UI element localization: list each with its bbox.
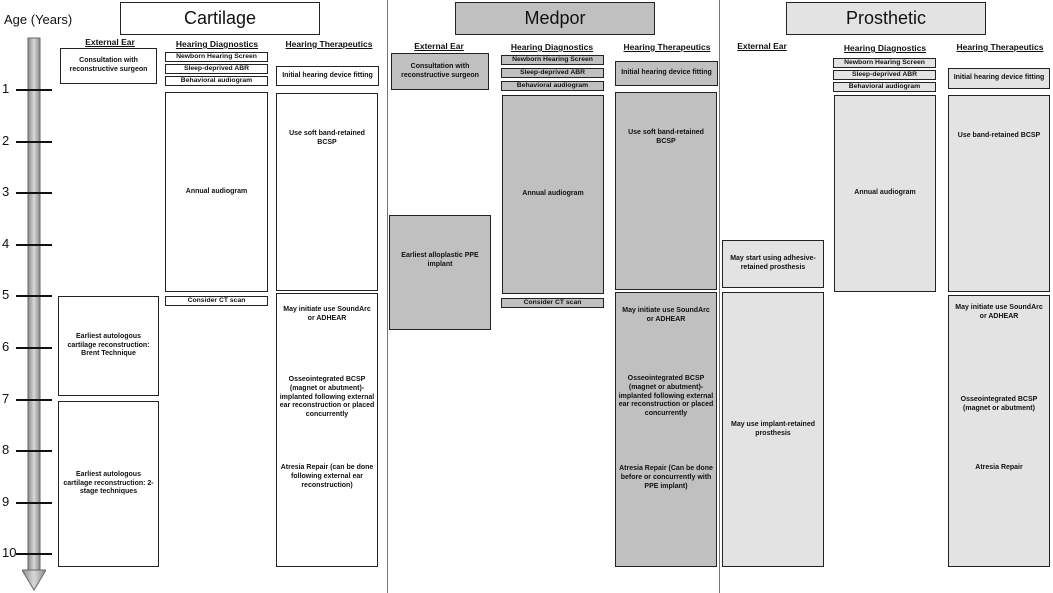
cartilage-soft-band-box: Use soft band-retained BCSP xyxy=(276,93,378,291)
medpor-col-hearing-therapeutics: Hearing Therapeutics xyxy=(623,42,711,52)
age-tick-label: 6 xyxy=(2,339,10,354)
medpor-atresia-text: Atresia Repair (Can be done before or co… xyxy=(619,465,713,490)
cartilage-soundarc-text: May initiate use SoundArc or ADHEAR xyxy=(283,306,371,322)
prosthetic-therapeutics-later-box: May initiate use SoundArc or ADHEAR Osse… xyxy=(948,295,1050,567)
age-tick-label: 10 xyxy=(2,545,17,560)
cartilage-col-hearing-diagnostics: Hearing Diagnostics xyxy=(175,39,259,49)
prosthetic-behavioral-audiogram-box: Behavioral audiogram xyxy=(833,82,936,92)
medpor-initial-fitting-box: Initial hearing device fitting xyxy=(615,61,718,86)
age-tick-label: 7 xyxy=(2,391,10,406)
age-tick-mark xyxy=(16,192,52,194)
cartilage-brent-technique-box: Earliest autologous cartilage reconstruc… xyxy=(58,296,159,396)
medpor-ppe-implant-box: Earliest alloplastic PPE implant xyxy=(389,215,491,330)
age-tick-label: 3 xyxy=(2,184,10,199)
age-tick-mark xyxy=(16,553,52,555)
cartilage-col-hearing-therapeutics: Hearing Therapeutics xyxy=(285,39,373,49)
cartilage-2stage-technique-box: Earliest autologous cartilage reconstruc… xyxy=(58,401,159,567)
cartilage-col-external-ear: External Ear xyxy=(85,37,135,47)
medpor-consultation-box: Consultation with reconstructive surgeon xyxy=(391,53,489,90)
prosthetic-osseointegrated-text: Osseointegrated BCSP (magnet or abutment… xyxy=(960,396,1038,412)
cartilage-title: Cartilage xyxy=(120,2,320,35)
cartilage-ct-scan-box: Consider CT scan xyxy=(165,296,268,306)
age-tick-mark xyxy=(16,295,52,297)
cartilage-initial-fitting-box: Initial hearing device fitting xyxy=(276,66,379,86)
age-tick-mark xyxy=(16,450,52,452)
medpor-annual-audiogram-box: Annual audiogram xyxy=(502,95,604,294)
cartilage-behavioral-audiogram-box: Behavioral audiogram xyxy=(165,76,268,86)
age-tick-mark xyxy=(16,347,52,349)
age-tick-mark xyxy=(16,89,52,91)
prosthetic-adhesive-box: May start using adhesive-retained prosth… xyxy=(722,240,824,288)
prosthetic-col-hearing-therapeutics: Hearing Therapeutics xyxy=(956,42,1044,52)
section-divider xyxy=(387,0,388,593)
age-tick-mark xyxy=(16,141,52,143)
medpor-therapeutics-later-box: May initiate use SoundArc or ADHEAR Osse… xyxy=(615,292,717,567)
medpor-soundarc-text: May initiate use SoundArc or ADHEAR xyxy=(622,307,710,323)
prosthetic-title: Prosthetic xyxy=(786,2,986,35)
age-tick-label: 9 xyxy=(2,494,10,509)
prosthetic-implant-box: May use implant-retained prosthesis xyxy=(722,292,824,567)
cartilage-osseointegrated-text: Osseointegrated BCSP (magnet or abutment… xyxy=(279,376,375,418)
cartilage-therapeutics-later-box: May initiate use SoundArc or ADHEAR Osse… xyxy=(276,293,378,567)
prosthetic-band-retained-box: Use band-retained BCSP xyxy=(948,95,1050,292)
prosthetic-initial-fitting-box: Initial hearing device fitting xyxy=(948,68,1050,89)
medpor-col-hearing-diagnostics: Hearing Diagnostics xyxy=(510,42,594,52)
section-divider xyxy=(719,0,720,593)
medpor-title: Medpor xyxy=(455,2,655,35)
medpor-col-external-ear: External Ear xyxy=(414,41,464,51)
cartilage-consultation-box: Consultation with reconstructive surgeon xyxy=(60,48,157,84)
prosthetic-col-external-ear: External Ear xyxy=(737,41,787,51)
medpor-ct-scan-box: Consider CT scan xyxy=(501,298,604,308)
cartilage-abr-box: Sleep-deprived ABR xyxy=(165,64,268,74)
age-tick-label: 8 xyxy=(2,442,10,457)
cartilage-annual-audiogram-box: Annual audiogram xyxy=(165,92,268,292)
prosthetic-col-hearing-diagnostics: Hearing Diagnostics xyxy=(843,43,927,53)
prosthetic-newborn-screen-box: Newborn Hearing Screen xyxy=(833,58,936,68)
medpor-behavioral-audiogram-box: Behavioral audiogram xyxy=(501,81,604,91)
age-axis-title: Age (Years) xyxy=(4,12,73,27)
age-tick-label: 2 xyxy=(2,133,10,148)
age-tick-mark xyxy=(16,502,52,504)
prosthetic-abr-box: Sleep-deprived ABR xyxy=(833,70,936,80)
cartilage-atresia-text: Atresia Repair (can be done following ex… xyxy=(280,464,374,489)
medpor-newborn-screen-box: Newborn Hearing Screen xyxy=(501,55,604,65)
age-tick-mark xyxy=(16,399,52,401)
medpor-abr-box: Sleep-deprived ABR xyxy=(501,68,604,78)
cartilage-newborn-screen-box: Newborn Hearing Screen xyxy=(165,52,268,62)
age-tick-label: 1 xyxy=(2,81,10,96)
age-tick-mark xyxy=(16,244,52,246)
medpor-osseointegrated-text: Osseointegrated BCSP (magnet or abutment… xyxy=(618,375,714,417)
age-tick-label: 4 xyxy=(2,236,10,251)
timeline-arrow xyxy=(22,37,46,591)
medpor-soft-band-box: Use soft band-retained BCSP xyxy=(615,92,717,290)
prosthetic-atresia-text: Atresia Repair xyxy=(975,464,1023,471)
prosthetic-annual-audiogram-box: Annual audiogram xyxy=(834,95,936,292)
age-tick-label: 5 xyxy=(2,287,10,302)
prosthetic-soundarc-text: May initiate use SoundArc or ADHEAR xyxy=(955,304,1043,320)
